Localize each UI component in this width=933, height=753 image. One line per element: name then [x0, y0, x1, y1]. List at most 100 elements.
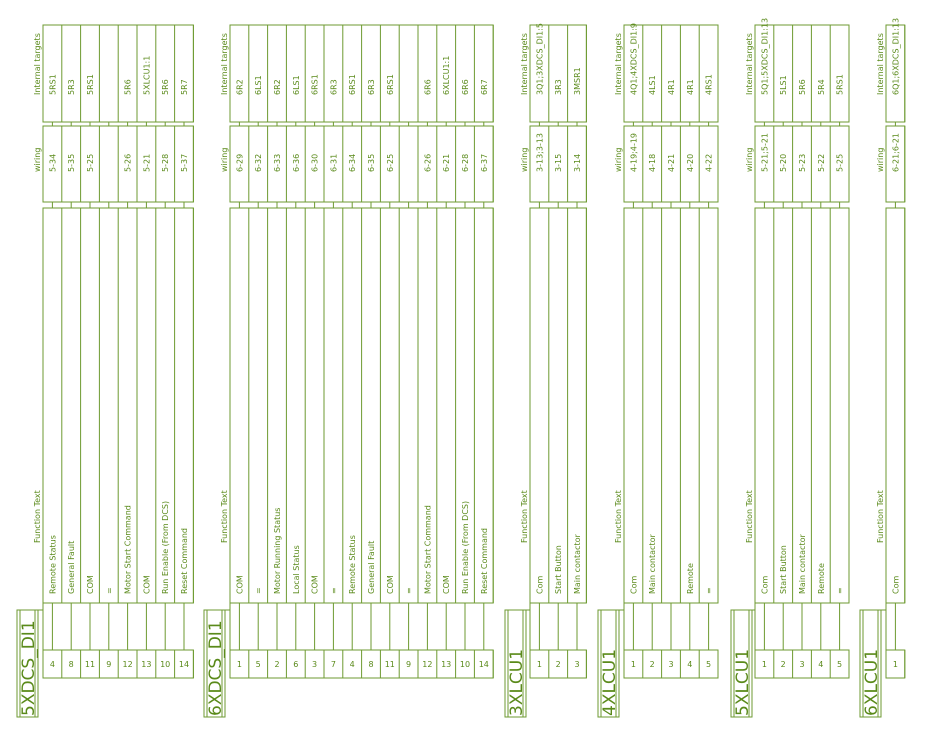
- terminal-number: 8: [69, 660, 74, 669]
- internal-target: 6RS1: [348, 74, 357, 95]
- terminal-number: 4: [818, 660, 823, 669]
- internal-target: 3Q1;3XDCS_DI1:5: [535, 23, 544, 95]
- function-text: Com: [891, 576, 900, 594]
- wiring-header: wiring: [33, 148, 42, 172]
- terminal-number: 6: [293, 660, 298, 669]
- terminal-number: 1: [631, 660, 636, 669]
- function-text: COM: [235, 575, 244, 594]
- strip-name: 6XDCS_DI1: [206, 620, 226, 716]
- function-text: =: [105, 587, 114, 594]
- wiring-ref: 4-22: [705, 154, 714, 172]
- wiring-ref: 5-34: [48, 154, 57, 172]
- internal-targets-header: Internal targets: [520, 33, 529, 95]
- strip-name-label: 5XLCU1: [730, 609, 753, 718]
- terminal-number: 2: [781, 660, 786, 669]
- internal-target: 6R2: [235, 79, 244, 95]
- wiring-header: wiring: [745, 148, 754, 172]
- terminal-number: 11: [385, 660, 395, 669]
- wiring-ref: 6-32: [254, 154, 263, 172]
- internal-target: 3MSR1: [573, 67, 582, 95]
- function-text-header: Function Text: [33, 490, 42, 543]
- function-text: COM: [142, 575, 151, 594]
- wiring-ref: 5-25: [836, 154, 845, 172]
- wiring-ref: 6-29: [235, 154, 244, 172]
- terminal-number: 5: [256, 660, 261, 669]
- terminal-number: 12: [123, 660, 133, 669]
- function-text-header: Function Text: [614, 490, 623, 543]
- internal-targets-header: Internal targets: [33, 33, 42, 95]
- internal-target: 5RS1: [48, 74, 57, 95]
- terminal-number: 5: [706, 660, 711, 669]
- strip-name: 5XLCU1: [733, 649, 753, 716]
- internal-target: 6LS1: [292, 75, 301, 95]
- wiring-ref: 6-37: [480, 154, 489, 172]
- terminal-number: 13: [141, 660, 151, 669]
- internal-target: 5LS1: [779, 75, 788, 95]
- function-text: =: [836, 587, 845, 594]
- internal-target: 4RS1: [705, 74, 714, 95]
- strip-name-label: 6XDCS_DI1: [203, 609, 226, 718]
- function-text: Com: [535, 576, 544, 594]
- internal-target: 6XLCU1:1: [442, 56, 451, 95]
- strip-name-label: 4XLCU1: [597, 609, 620, 718]
- terminal-number: 1: [537, 660, 542, 669]
- terminal-number: 4: [687, 660, 692, 669]
- function-text: Run Enable (From DCS): [161, 501, 170, 594]
- internal-target: 6R2: [273, 79, 282, 95]
- internal-target: 6R3: [367, 79, 376, 95]
- wiring-ref: 6-35: [367, 154, 376, 172]
- wiring-ref: 5-37: [180, 154, 189, 172]
- wiring-ref: 6-33: [273, 154, 282, 172]
- strip-name-frame: [597, 609, 620, 718]
- wiring-ref: 5-28: [161, 154, 170, 172]
- function-text: =: [705, 587, 714, 594]
- internal-target: 5R4: [817, 79, 826, 95]
- internal-targets-header: Internal targets: [614, 33, 623, 95]
- internal-target: 4Q1;4XDCS_DI1:9: [629, 23, 638, 95]
- terminal-number: 7: [331, 660, 336, 669]
- strip-name-frame: [203, 609, 226, 718]
- wiring-header: wiring: [520, 148, 529, 172]
- terminal-number: 2: [650, 660, 655, 669]
- internal-targets-header: Internal targets: [220, 33, 229, 95]
- strip-name: 3XLCU1: [507, 649, 527, 716]
- wiring-ref: 4-21: [667, 154, 676, 172]
- wiring-header: wiring: [220, 148, 229, 172]
- terminal-number: 10: [160, 660, 170, 669]
- function-text: COM: [442, 575, 451, 594]
- internal-target: 5R6: [161, 79, 170, 95]
- function-text: General Fault: [367, 541, 376, 594]
- function-text: Main contactor: [798, 534, 807, 594]
- terminal-column: 4RS1 4-22 = 5: [705, 25, 719, 678]
- function-text-header: Function Text: [520, 490, 529, 543]
- strip-name-label: 5XDCS_DI1: [16, 609, 39, 718]
- function-text: Remote: [817, 563, 826, 594]
- internal-target: 3R3: [554, 79, 563, 95]
- internal-target: 5R7: [180, 79, 189, 95]
- internal-target: 5R3: [67, 79, 76, 95]
- function-text: Main contactor: [573, 534, 582, 594]
- function-text: Com: [760, 576, 769, 594]
- terminal-number: 8: [368, 660, 373, 669]
